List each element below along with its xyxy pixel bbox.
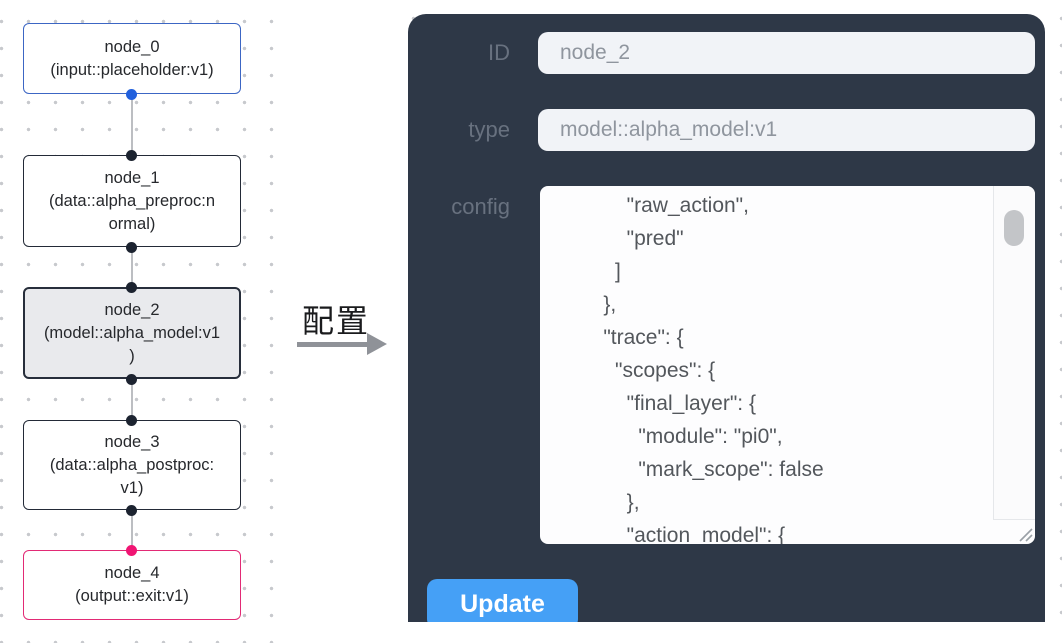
node-1[interactable]: node_1 (data::alpha_preproc:n ormal) — [23, 155, 241, 247]
flow-canvas[interactable]: node_0 (input::placeholder:v1) node_1 (d… — [0, 0, 285, 643]
node4-input-port[interactable] — [126, 544, 137, 556]
node-desc: (input::placeholder:v1) — [50, 60, 214, 79]
panel-canvas-background: ID type config "raw_action", "pred" ] },… — [392, 0, 1062, 622]
config-field-label: config — [451, 194, 510, 219]
node-2-selected[interactable]: node_2 (model::alpha_model:v1 ) — [23, 287, 241, 379]
node-0[interactable]: node_0 (input::placeholder:v1) — [23, 23, 241, 94]
node-desc: (data::alpha_postproc: v1) — [49, 455, 215, 497]
right-arrow-head-icon — [367, 333, 387, 355]
node-title: node_2 — [104, 300, 160, 319]
node2-input-port[interactable] — [126, 281, 137, 293]
node3-output-port[interactable] — [126, 504, 137, 516]
type-field-label: type — [468, 117, 510, 142]
update-button[interactable]: Update — [427, 579, 578, 622]
node-desc: (output::exit:v1) — [75, 587, 189, 605]
node3-input-port[interactable] — [126, 414, 137, 426]
node-4[interactable]: node_4 (output::exit:v1) — [23, 550, 241, 620]
node1-output-port[interactable] — [126, 241, 137, 253]
config-scrollbar-thumb[interactable] — [1004, 210, 1024, 246]
edge-node0-node1 — [130, 94, 133, 155]
node0-output-port[interactable] — [126, 88, 137, 100]
config-textarea[interactable]: "raw_action", "pred" ] }, "trace": { "sc… — [540, 186, 1035, 544]
node-title: node_1 — [104, 168, 160, 187]
node1-input-port[interactable] — [126, 149, 137, 161]
right-arrow-icon — [297, 342, 369, 347]
node2-output-port[interactable] — [126, 373, 137, 385]
edge-node3-node4 — [130, 510, 133, 550]
node-desc: (model::alpha_model:v1 ) — [43, 323, 221, 365]
node-config-panel: ID type config "raw_action", "pred" ] },… — [408, 14, 1045, 622]
type-input[interactable] — [538, 109, 1035, 151]
node-desc: (data::alpha_preproc:n ormal) — [48, 191, 216, 233]
id-field-label: ID — [488, 40, 510, 65]
node-title: node_0 — [104, 37, 160, 56]
resize-handle-icon[interactable] — [1016, 525, 1033, 542]
node-title: node_4 — [104, 564, 160, 582]
edge-node2-node3 — [130, 379, 133, 420]
id-input[interactable] — [538, 32, 1035, 74]
config-scrollbar-track[interactable] — [993, 186, 1035, 520]
configure-annotation: 配置 — [293, 296, 397, 360]
edge-node1-node2 — [130, 247, 133, 287]
node-title: node_3 — [104, 432, 160, 451]
config-json-text[interactable]: "raw_action", "pred" ] }, "trace": { "sc… — [603, 194, 824, 544]
node-3[interactable]: node_3 (data::alpha_postproc: v1) — [23, 420, 241, 510]
configure-label: 配置 — [302, 303, 371, 339]
